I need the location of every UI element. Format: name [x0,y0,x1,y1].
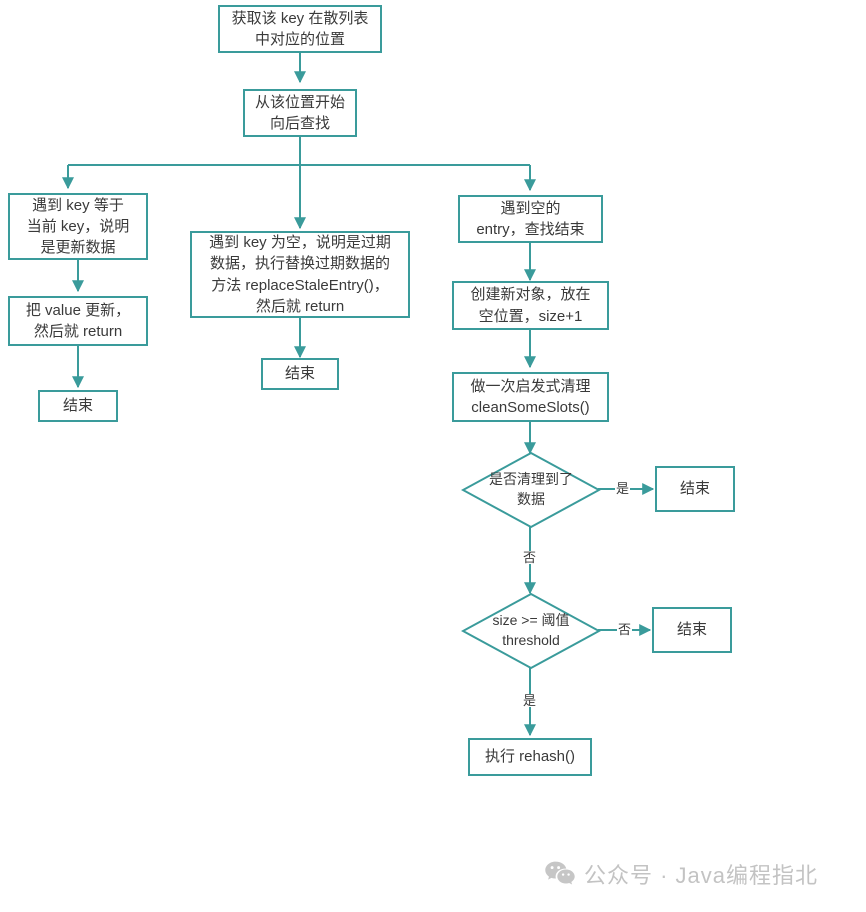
node-end-threshold-no: 结束 [652,607,732,653]
node-scan: 从该位置开始 向后查找 [243,89,357,137]
node-do-rehash: 执行 rehash() [468,738,592,776]
node-end-middle: 结束 [261,358,339,390]
edge-label-cleaned-yes: 是 [615,481,631,496]
watermark: 公众号 · Java编程指北 [545,858,818,890]
watermark-text: 公众号 · Java编程指北 [584,863,819,888]
node-start: 获取该 key 在散列表 中对应的位置 [218,5,382,53]
node-end-cleaned-yes: 结束 [655,466,735,512]
node-decision-threshold: size >= 阈值 threshold [492,612,570,648]
node-clean-some-slots: 做一次启发式清理 cleanSomeSlots() [452,372,609,422]
edge-label-cleaned-no: 否 [522,550,538,565]
node-update-value: 把 value 更新， 然后就 return [8,296,148,346]
node-decision-cleaned: 是否清理到了 数据 [489,471,573,507]
edge-label-threshold-no: 否 [617,622,633,637]
node-branch-key-null: 遇到 key 为空，说明是过期 数据，执行替换过期数据的 方法 replaceS… [190,231,410,318]
node-branch-key-equal: 遇到 key 等于 当前 key，说明 是更新数据 [8,193,148,260]
decision-cleaned-shape [461,451,601,529]
wechat-icon [545,861,575,885]
node-create-object: 创建新对象，放在 空位置，size+1 [452,281,609,330]
node-end-left: 结束 [38,390,118,422]
node-branch-empty-entry: 遇到空的 entry，查找结束 [458,195,603,243]
edge-label-threshold-yes: 是 [522,693,538,708]
decision-threshold-shape [461,592,601,670]
